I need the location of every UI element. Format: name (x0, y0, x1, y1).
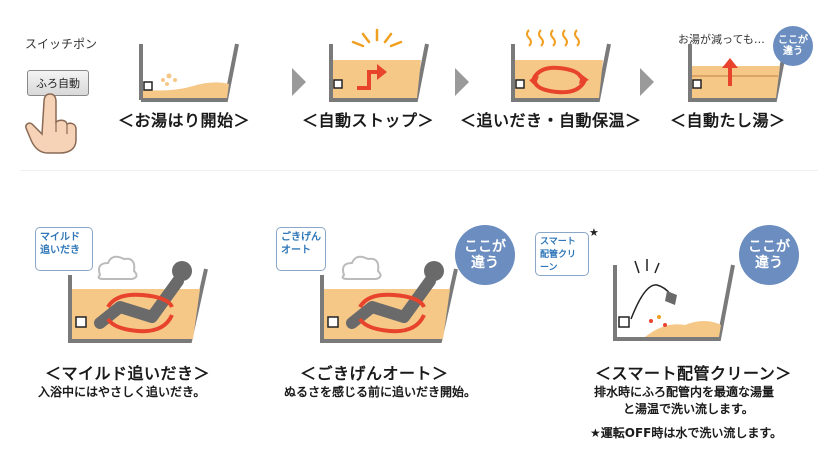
feature-desc-gokigen-auto: ぬるさを感じる前に追いだき開始。 (284, 385, 477, 399)
gokigen-auto-illustration (320, 255, 458, 343)
furo-auto-button[interactable]: ふろ自動 (27, 70, 89, 96)
difference-badge-small: ここが 違う (773, 26, 813, 66)
feature-desc-smart-clean-line1: 排水時にふろ配管内を最適な湯量 (594, 385, 775, 399)
feature-tag-mild-reheat: マイルド 追いだき (35, 227, 93, 271)
difference-badge-gokigen: ここが 違う (455, 225, 515, 285)
feature-footnote-smart-clean: ★運転OFF時は水で洗い流します。 (590, 426, 783, 440)
tub-auto-stop-illustration (329, 28, 429, 102)
feature-desc-smart-clean-line2: と湯温で洗い流します。 (623, 402, 754, 416)
feature-caption-mild-reheat: ＜マイルド追いだき＞ (45, 364, 211, 383)
step-caption-topup: ＜自動たし湯＞ (670, 111, 786, 130)
section-divider (20, 170, 818, 171)
step-caption-reheat: ＜追いだき・自動保温＞ (460, 111, 642, 130)
mild-reheat-illustration (68, 255, 208, 343)
step-arrow-2 (455, 68, 469, 96)
switch-label: スイッチポン (25, 37, 98, 51)
step-caption-fill: ＜お湯はり開始＞ (118, 111, 251, 130)
feature-desc-mild-reheat: 入浴中にはやさしく追いだき。 (38, 385, 206, 399)
tub-reheat-illustration (511, 29, 611, 102)
star-mark: ★ (589, 226, 599, 239)
finger-pointing-icon (25, 93, 77, 154)
feature-caption-smart-pipe-clean: ＜スマート配管クリーン＞ (595, 364, 792, 383)
feature-caption-gokigen-auto: ＜ごきげんオート＞ (300, 364, 449, 383)
step-arrow-3 (640, 68, 654, 96)
tub-topup-illustration (688, 43, 788, 102)
difference-badge-smart-clean: ここが 違う (739, 225, 799, 285)
feature-tag-smart-pipe-clean: スマート 配管クリーン (535, 232, 589, 276)
tub-filling-illustration (139, 43, 239, 102)
smart-pipe-clean-illustration (613, 259, 735, 341)
feature-tag-gokigen-auto: ごきげん オート (276, 227, 326, 271)
step-caption-stop: ＜自動ストップ＞ (302, 111, 435, 130)
step-note-topup: お湯が減っても… (678, 33, 765, 46)
step-arrow-1 (292, 68, 306, 96)
